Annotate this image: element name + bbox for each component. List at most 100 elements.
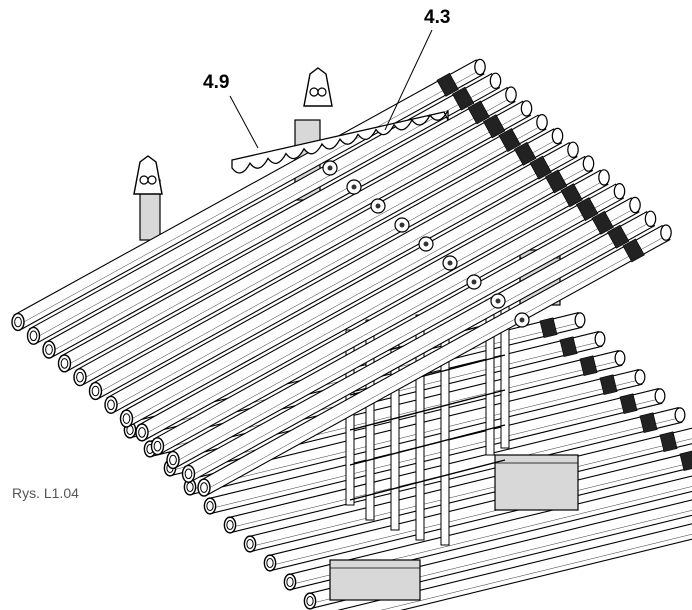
tube-highlight — [174, 207, 637, 463]
tube-end-cap — [520, 100, 533, 117]
coupler-pin — [495, 298, 501, 304]
handle-bar-4-9 — [231, 110, 449, 174]
tube-highlight — [127, 165, 590, 422]
tube-ferrule — [659, 431, 678, 453]
callout-leader-lines — [229, 29, 433, 149]
tube-end-cap — [614, 350, 626, 366]
tube-ferrule — [679, 450, 692, 472]
tube-ferrule — [607, 224, 630, 249]
tube-ferrule — [498, 128, 521, 152]
tube-end-cap — [613, 182, 626, 200]
tube-ferrule — [591, 210, 614, 235]
tube-end-cap — [181, 464, 196, 483]
tube-end-bore — [169, 454, 177, 466]
lifting-eye — [303, 67, 333, 107]
tube-highlight — [381, 534, 692, 610]
tube-highlight — [143, 179, 606, 436]
tube-end-cap — [644, 210, 657, 227]
tube-end-cap — [88, 381, 103, 401]
lifting-eye — [133, 155, 163, 195]
tube-end-cap — [57, 354, 72, 373]
tube-highlight — [189, 221, 652, 477]
rack-top-parts — [133, 67, 530, 328]
tube-ferrule — [545, 169, 568, 194]
tube-highlight — [81, 124, 544, 380]
frame-cross-bar — [349, 459, 506, 501]
tube-end-bore — [138, 427, 146, 438]
tube-ferrule — [529, 155, 552, 180]
tube-end-bore — [226, 520, 234, 530]
coupler-pin — [375, 203, 381, 209]
lifting-eye-hole — [317, 87, 327, 97]
tube-highlight — [50, 96, 513, 353]
frame-cross-bar — [349, 424, 506, 466]
tube-end-cap — [223, 516, 237, 534]
tube-highlight — [158, 193, 621, 449]
callout-4-9-label: 4.9 — [203, 72, 230, 93]
tube-end-cap — [42, 340, 56, 359]
tube-end-bore — [14, 316, 22, 328]
tube-end-cap — [660, 224, 672, 241]
tube-end-cap — [551, 127, 564, 145]
tube-end-bore — [184, 468, 193, 480]
frame-foot — [329, 559, 421, 601]
tube-end-bore — [91, 385, 100, 397]
tube-end-cap — [166, 450, 180, 470]
tube-highlight — [65, 110, 528, 367]
frame-foot — [494, 454, 579, 511]
tube-end-bore — [76, 371, 84, 383]
tube-ferrule — [619, 393, 638, 415]
tube-end-bore — [45, 344, 53, 355]
tube-end-bore — [246, 539, 254, 549]
tube-end-cap — [203, 497, 217, 515]
tube-ferrule — [436, 72, 459, 97]
tube-end-cap — [135, 423, 149, 442]
tube-end-cap — [674, 407, 686, 423]
leader-4-3 — [384, 29, 433, 131]
tube-ferrule — [467, 100, 490, 125]
tube-end-bore — [60, 358, 69, 369]
tube-end-cap — [536, 113, 548, 131]
tube-end-cap — [150, 437, 165, 456]
coupler-pin — [447, 260, 453, 266]
tube-end-bore — [200, 482, 208, 493]
tube-end-cap — [582, 155, 595, 172]
tube-highlight — [34, 83, 497, 339]
tube-end-bore — [122, 413, 131, 424]
tube-end-bore — [206, 501, 214, 511]
tube-end-cap — [104, 395, 118, 414]
coupler-pin — [471, 279, 477, 285]
coupler-pin — [351, 184, 357, 190]
tube-ferrule — [514, 141, 537, 166]
tube-end-cap — [634, 369, 646, 385]
tube-highlight — [19, 69, 482, 325]
tube-highlight — [250, 438, 692, 547]
callout-4-3-label: 4.3 — [424, 7, 451, 28]
leader-4-9 — [229, 95, 259, 149]
tube-end-cap — [654, 388, 666, 404]
tube-end-cap — [283, 573, 297, 591]
tube-end-cap — [243, 535, 257, 553]
tube-end-cap — [263, 554, 277, 572]
tube-highlight — [96, 138, 559, 394]
tube-end-cap — [594, 331, 606, 347]
tube-ferrule — [599, 374, 618, 396]
tube-end-cap — [489, 72, 502, 90]
tube-end-cap — [505, 86, 517, 103]
tube-ferrule — [622, 238, 645, 263]
tube-ferrule — [539, 317, 558, 339]
tube-ferrule — [559, 336, 578, 358]
tube-end-cap — [26, 326, 41, 345]
tube-end-cap — [197, 478, 211, 497]
tube-end-bore — [153, 440, 162, 452]
upper-tube-layer — [11, 58, 672, 497]
tube-ferrule — [483, 114, 506, 139]
tube-highlight — [112, 152, 575, 408]
tube-end-cap — [474, 58, 486, 76]
tube-highlight — [205, 234, 668, 491]
tube-end-cap — [598, 169, 610, 186]
tube-end-cap — [11, 312, 25, 332]
tube-end-cap — [73, 368, 87, 387]
tube-ferrule — [560, 183, 583, 208]
